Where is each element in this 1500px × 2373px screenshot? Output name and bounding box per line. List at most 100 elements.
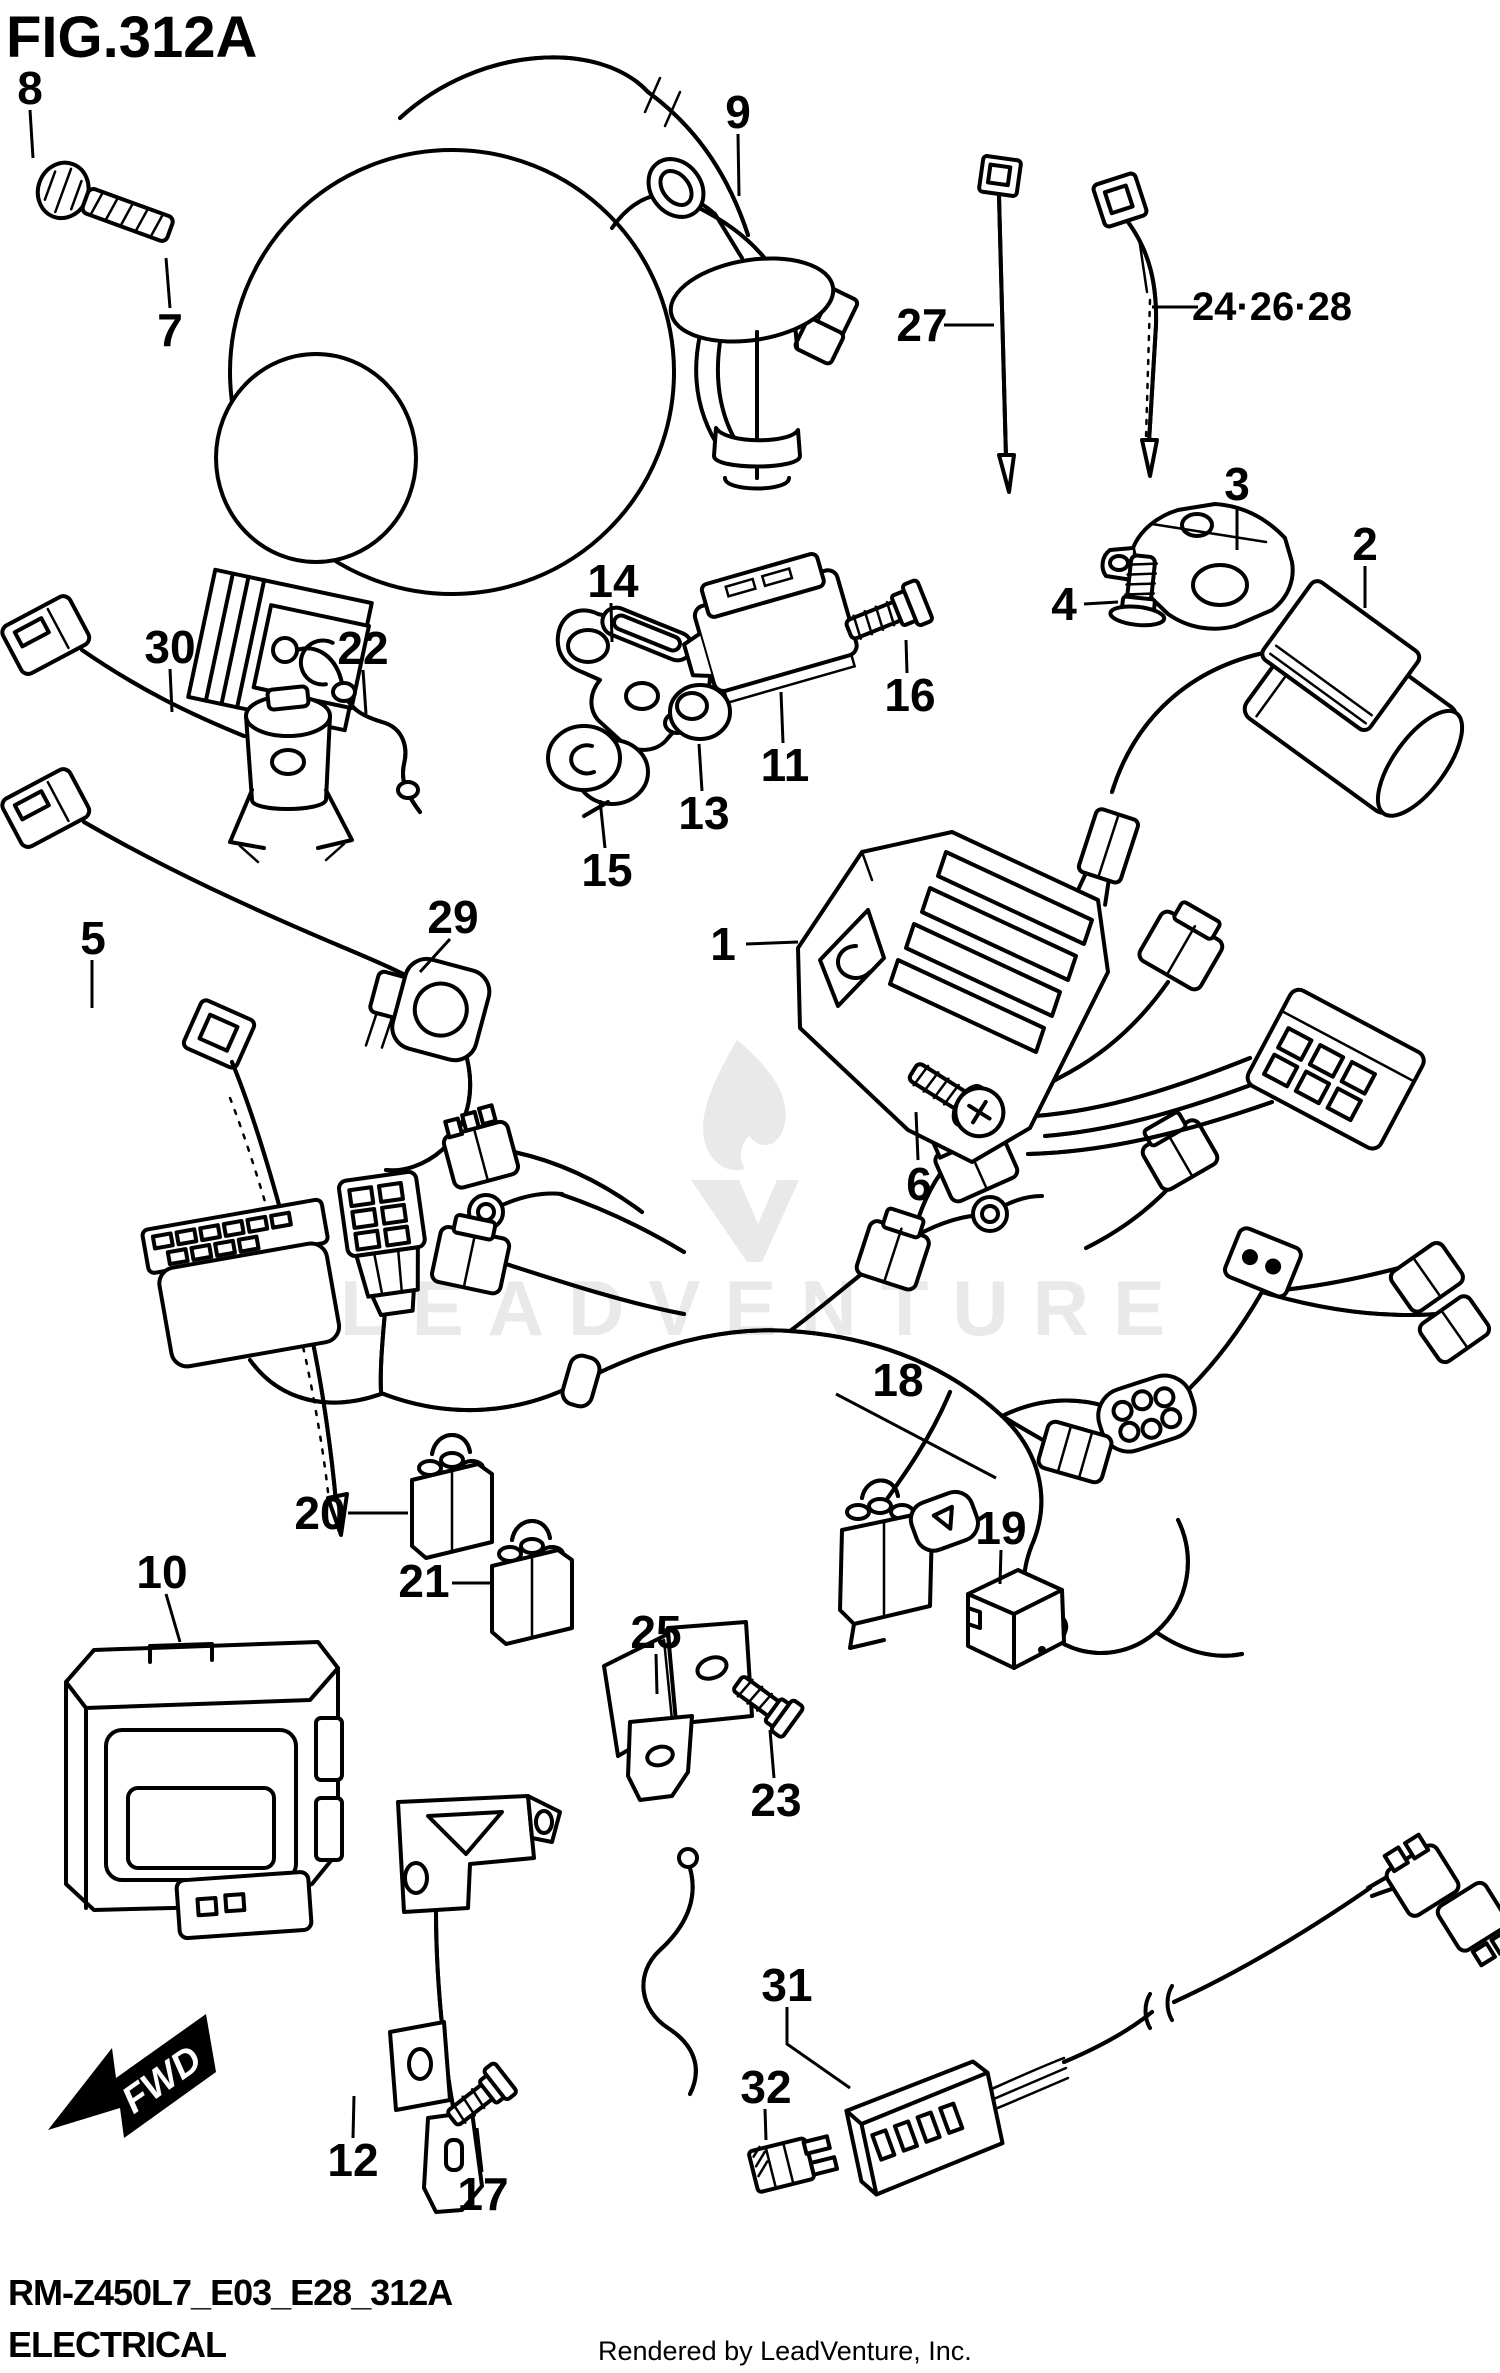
callout-leader-9 (736, 133, 741, 197)
callout-leader-6 (914, 1111, 920, 1161)
part-11-sensor (682, 551, 859, 705)
callout-20: 20 (294, 1487, 345, 1539)
callout-23: 23 (750, 1774, 801, 1826)
callout-17: 17 (457, 2168, 508, 2220)
harness-branch-connectors (429, 1103, 686, 1316)
part-6-bolt (907, 1062, 1006, 1139)
part-16-bolt (844, 578, 934, 641)
callout-31: 31 (761, 1959, 812, 2011)
part-15-grommet (546, 724, 650, 818)
callout-7: 7 (157, 304, 183, 356)
callout-18: 18 (872, 1354, 923, 1406)
callout-21: 21 (398, 1555, 449, 1607)
part-17-bolt (446, 2061, 518, 2127)
harness-connector-oval (908, 1489, 980, 1553)
part-13-spacer (668, 683, 732, 741)
callout-6: 6 (906, 1158, 932, 1210)
callout-3: 3 (1224, 458, 1250, 510)
callout-leader-25 (654, 1653, 659, 1695)
callout-leader-32 (763, 2108, 768, 2141)
callout-16: 16 (884, 669, 935, 721)
callout-leader-19 (998, 1549, 1003, 1585)
callout-8: 8 (17, 62, 43, 114)
harness-connector-3pin-dark (1223, 1226, 1303, 1299)
callout-30: 30 (144, 621, 195, 673)
callout-leader-22 (361, 669, 368, 715)
harness-connector-6pin-round (1096, 1373, 1197, 1454)
footer-file-code: RM-Z450L7_E03_E28_312A (8, 2272, 453, 2313)
part-20-relay (410, 1433, 494, 1560)
callout-25: 25 (630, 1606, 681, 1658)
callout-9: 9 (725, 86, 751, 138)
footer-credit: Rendered by LeadVenture, Inc. (598, 2336, 972, 2366)
callout-10: 10 (136, 1546, 187, 1598)
part-30-wiring-lead (0, 594, 354, 864)
harness-connector-pair-right (1388, 1240, 1492, 1365)
part-8-screw (35, 160, 175, 243)
part-9-spark-plug-cap (646, 157, 836, 491)
harness-connector-6pin-main (1245, 987, 1426, 1151)
callout-12: 12 (327, 2134, 378, 2186)
part-29-clamp-and-lead (0, 767, 492, 1173)
harness-connector-3pin (1036, 1419, 1114, 1485)
harness-ring-terminal (971, 1194, 1044, 1233)
callout-leader-15 (598, 799, 607, 849)
callout-leader-7 (164, 257, 172, 309)
callout-1: 1 (710, 918, 736, 970)
footer-sheet-name: ELECTRICAL (8, 2324, 227, 2365)
part-32-fuse (747, 2134, 840, 2194)
part-25-bracket (602, 1620, 754, 1802)
harness-connector-2pin (854, 1206, 931, 1292)
callout-29: 29 (427, 891, 478, 943)
callout-leader-14 (609, 602, 614, 643)
callout-11: 11 (761, 739, 810, 791)
part-3-bracket (1100, 502, 1295, 631)
callout-leader-1 (745, 940, 799, 946)
callout-2: 2 (1352, 518, 1378, 570)
callout-leader-8 (28, 109, 35, 159)
callout-leader-13 (697, 743, 704, 792)
part-1-regulator-rectifier (796, 830, 1274, 1164)
part-12-bracket (388, 1794, 562, 2214)
callout-leader-17 (475, 2127, 484, 2173)
callout-leader-12 (351, 2095, 356, 2139)
callout-leader-23 (768, 1729, 776, 1779)
callout-24-26-28: 24·26·28 (1192, 285, 1352, 329)
callout-leader-29 (418, 937, 452, 974)
harness-connector-ecu (140, 1197, 342, 1369)
part-24-26-28-cable-tie (1091, 171, 1159, 478)
callout-5: 5 (80, 912, 106, 964)
part-22-bracket (271, 636, 422, 814)
part-21-relay (490, 1519, 574, 1646)
callout-leader-31 (785, 2007, 851, 2090)
callout-leader-30 (168, 668, 174, 713)
callout-4: 4 (1051, 578, 1077, 630)
part-27-cable-tie (977, 154, 1023, 494)
part-19-cover (966, 1568, 1066, 1670)
callout-32: 32 (740, 2061, 791, 2113)
callout-15: 15 (581, 844, 632, 896)
part-2-condenser (1073, 579, 1465, 907)
part-31-wiring-lead (844, 1832, 1500, 2197)
callout-leader-16 (904, 639, 909, 674)
part-23-bolt (732, 1675, 805, 1739)
leadventure-watermark: LEADVENTURE (340, 1040, 1165, 1352)
callout-leader-18 (835, 1392, 997, 1480)
harness-connector-8pin (337, 1169, 427, 1318)
harness-connector-2pin-upper (1137, 900, 1225, 992)
callout-leader-11 (779, 691, 785, 744)
harness-guide-rod (641, 1847, 699, 2096)
fwd-arrow: FWD (48, 2014, 216, 2138)
callout-leader-4 (1083, 600, 1119, 606)
callout-13: 13 (678, 787, 729, 839)
figure-title: FIG.312A (6, 5, 258, 70)
part-10-ecu (64, 1640, 344, 1941)
callout-14: 14 (587, 555, 639, 607)
callout-19: 19 (975, 1502, 1026, 1554)
callout-27: 27 (896, 299, 947, 351)
part-4-bolt (1108, 553, 1167, 628)
part-7-ignition-coil (186, 55, 860, 733)
